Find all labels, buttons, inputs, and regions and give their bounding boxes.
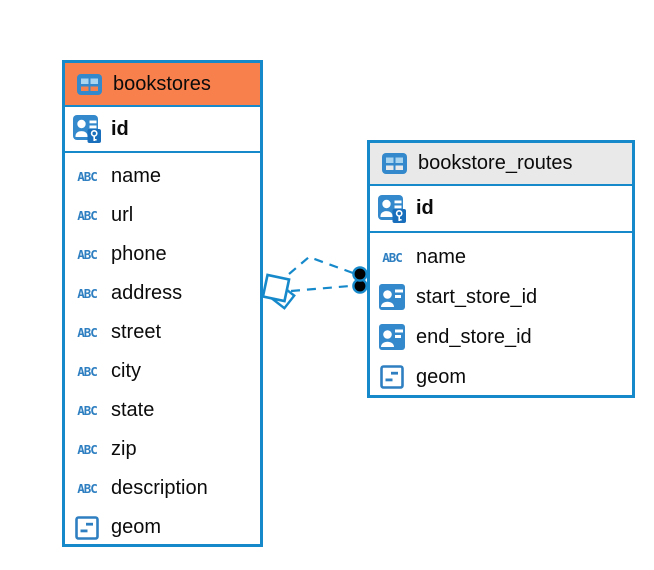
text-type-icon: ABC <box>77 364 98 379</box>
column-name: phone <box>111 243 167 265</box>
text-type-icon: ABC <box>382 249 403 265</box>
column-name: name <box>416 245 467 268</box>
primary-key-icon <box>72 115 102 143</box>
table-title: bookstores <box>113 72 211 95</box>
foreign-key-reference-icon <box>377 324 407 350</box>
text-type-icon: ABC <box>77 169 98 184</box>
column-name: address <box>111 282 183 304</box>
relation-source-marker-back <box>270 284 296 310</box>
column-row-start-store-id[interactable]: start_store_id <box>370 277 632 317</box>
table-title: bookstore_routes <box>418 152 573 174</box>
column-name: geom <box>111 516 162 538</box>
column-row-name[interactable]: ABC name <box>370 237 632 277</box>
column-row-id[interactable]: id <box>370 186 632 233</box>
column-name: description <box>111 477 208 499</box>
table-header-bookstores[interactable]: bookstores <box>65 63 260 107</box>
column-name: url <box>111 204 134 226</box>
column-list: ABC name start_store_id <box>370 233 632 397</box>
text-type-icon: ABC <box>77 247 98 262</box>
geometry-type-icon <box>72 515 102 540</box>
column-list: ABC name ABC url ABC phone ABC address A… <box>65 153 260 547</box>
primary-key-icon <box>377 194 407 223</box>
column-name: state <box>111 399 155 421</box>
column-row-geom[interactable]: geom <box>370 357 632 397</box>
column-row-address[interactable]: ABC address <box>65 274 260 313</box>
column-name: geom <box>416 365 467 388</box>
column-row-zip[interactable]: ABC zip <box>65 430 260 469</box>
column-name: id <box>416 197 434 219</box>
column-row-street[interactable]: ABC street <box>65 313 260 352</box>
column-row-id[interactable]: id <box>65 107 260 153</box>
column-row-description[interactable]: ABC description <box>65 469 260 508</box>
text-type-icon: ABC <box>77 481 98 496</box>
entity-table-bookstore-routes[interactable]: bookstore_routes id ABC name <box>367 140 635 398</box>
column-name: start_store_id <box>416 285 538 308</box>
column-row-geom[interactable]: geom <box>65 508 260 547</box>
column-row-url[interactable]: ABC url <box>65 196 260 235</box>
text-type-icon: ABC <box>77 286 98 301</box>
column-name: id <box>111 117 129 140</box>
column-name: street <box>111 321 162 343</box>
column-row-name[interactable]: ABC name <box>65 157 260 196</box>
relation-target-dot-bottom[interactable] <box>352 278 368 294</box>
table-icon <box>74 73 104 95</box>
text-type-icon: ABC <box>77 442 98 457</box>
relation-line-end-store[interactable] <box>290 284 351 293</box>
column-row-end-store-id[interactable]: end_store_id <box>370 317 632 357</box>
geometry-type-icon <box>377 365 407 389</box>
column-row-state[interactable]: ABC state <box>65 391 260 430</box>
column-name: name <box>111 165 162 187</box>
entity-table-bookstores[interactable]: bookstores id ABC name ABC url <box>62 60 263 547</box>
relation-target-dot-top[interactable] <box>352 266 368 282</box>
table-icon <box>379 153 409 174</box>
relation-source-marker-diamond[interactable] <box>261 273 291 303</box>
text-type-icon: ABC <box>77 208 98 223</box>
text-type-icon: ABC <box>77 403 98 418</box>
relation-line-start-store[interactable] <box>288 255 354 275</box>
table-header-bookstore-routes[interactable]: bookstore_routes <box>370 143 632 186</box>
text-type-icon: ABC <box>77 325 98 340</box>
column-name: end_store_id <box>416 325 532 348</box>
column-row-city[interactable]: ABC city <box>65 352 260 391</box>
foreign-key-reference-icon <box>377 284 407 310</box>
column-row-phone[interactable]: ABC phone <box>65 235 260 274</box>
column-name: zip <box>111 438 137 460</box>
column-name: city <box>111 360 141 382</box>
